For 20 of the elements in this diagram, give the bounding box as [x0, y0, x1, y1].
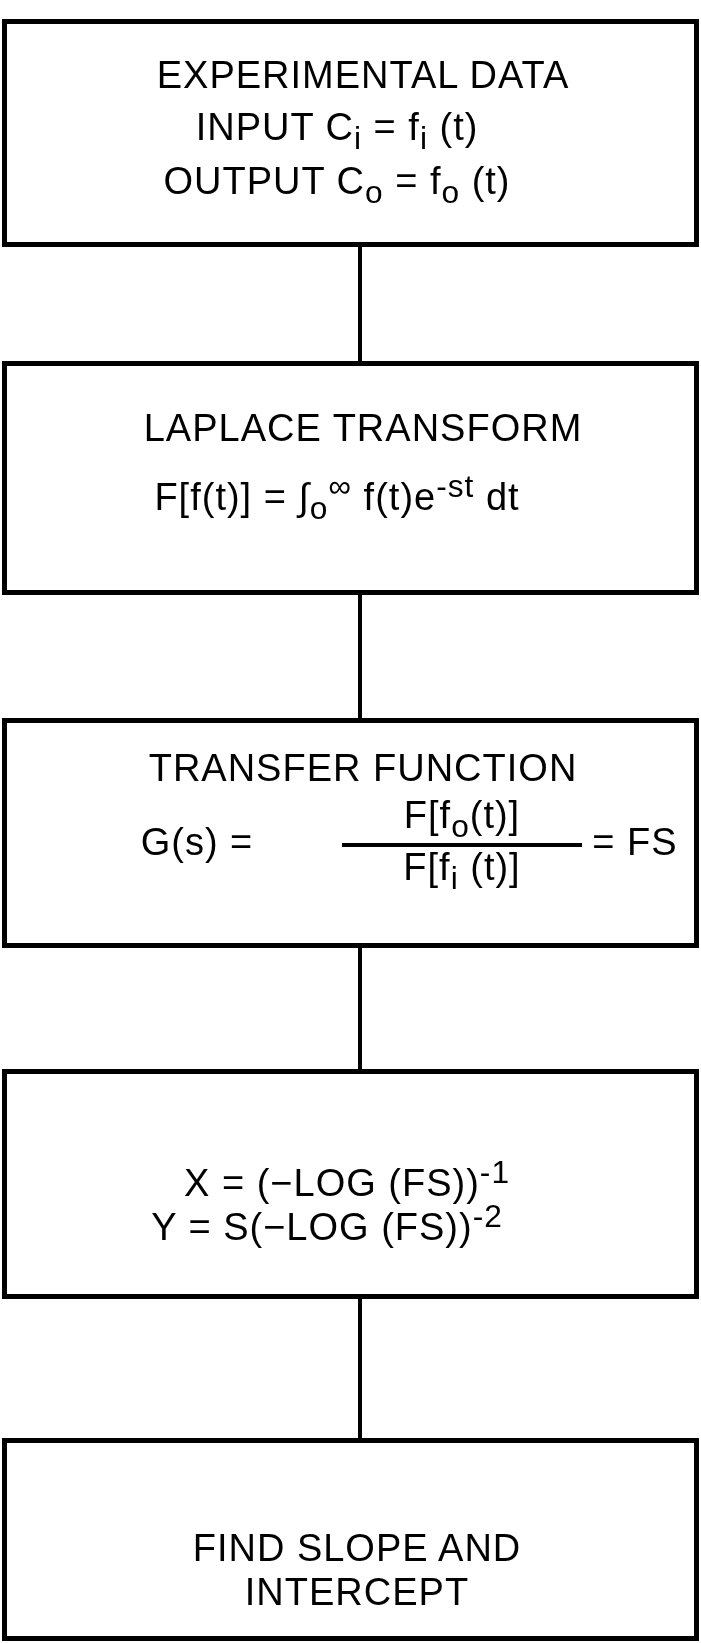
box-heading: TRANSFER FUNCTION — [148, 747, 578, 791]
connector-line — [358, 247, 362, 361]
connector-line — [358, 948, 362, 1069]
box-heading: EXPERIMENTAL DATA — [156, 54, 570, 98]
process-box — [2, 718, 699, 948]
box-text: INPUT C$_{i}$ = f$_{i}$ (t) — [195, 106, 479, 156]
box-text: F[f(t)] = ∫$_{o}$$^{∞}$ f(t)e$^{-st}$ dt — [154, 467, 520, 527]
box-text: F[f$_{o}$(t)] — [403, 794, 521, 844]
box-text: FIND SLOPE AND INTERCEPT — [191, 1527, 523, 1615]
process-box — [2, 1069, 699, 1299]
connector-line — [358, 595, 362, 718]
box-heading: LAPLACE TRANSFORM — [143, 407, 583, 451]
box-text: = FS — [592, 821, 678, 865]
box-text: OUTPUT C$_{o}$ = f$_{o}$ (t) — [163, 160, 511, 210]
process-box — [2, 361, 699, 595]
process-box — [2, 19, 699, 247]
box-text: F[f$_{i}$ (t)] — [403, 846, 521, 896]
connector-line — [358, 1299, 362, 1438]
process-box — [2, 1438, 699, 1641]
box-text: G(s) = — [140, 821, 254, 865]
